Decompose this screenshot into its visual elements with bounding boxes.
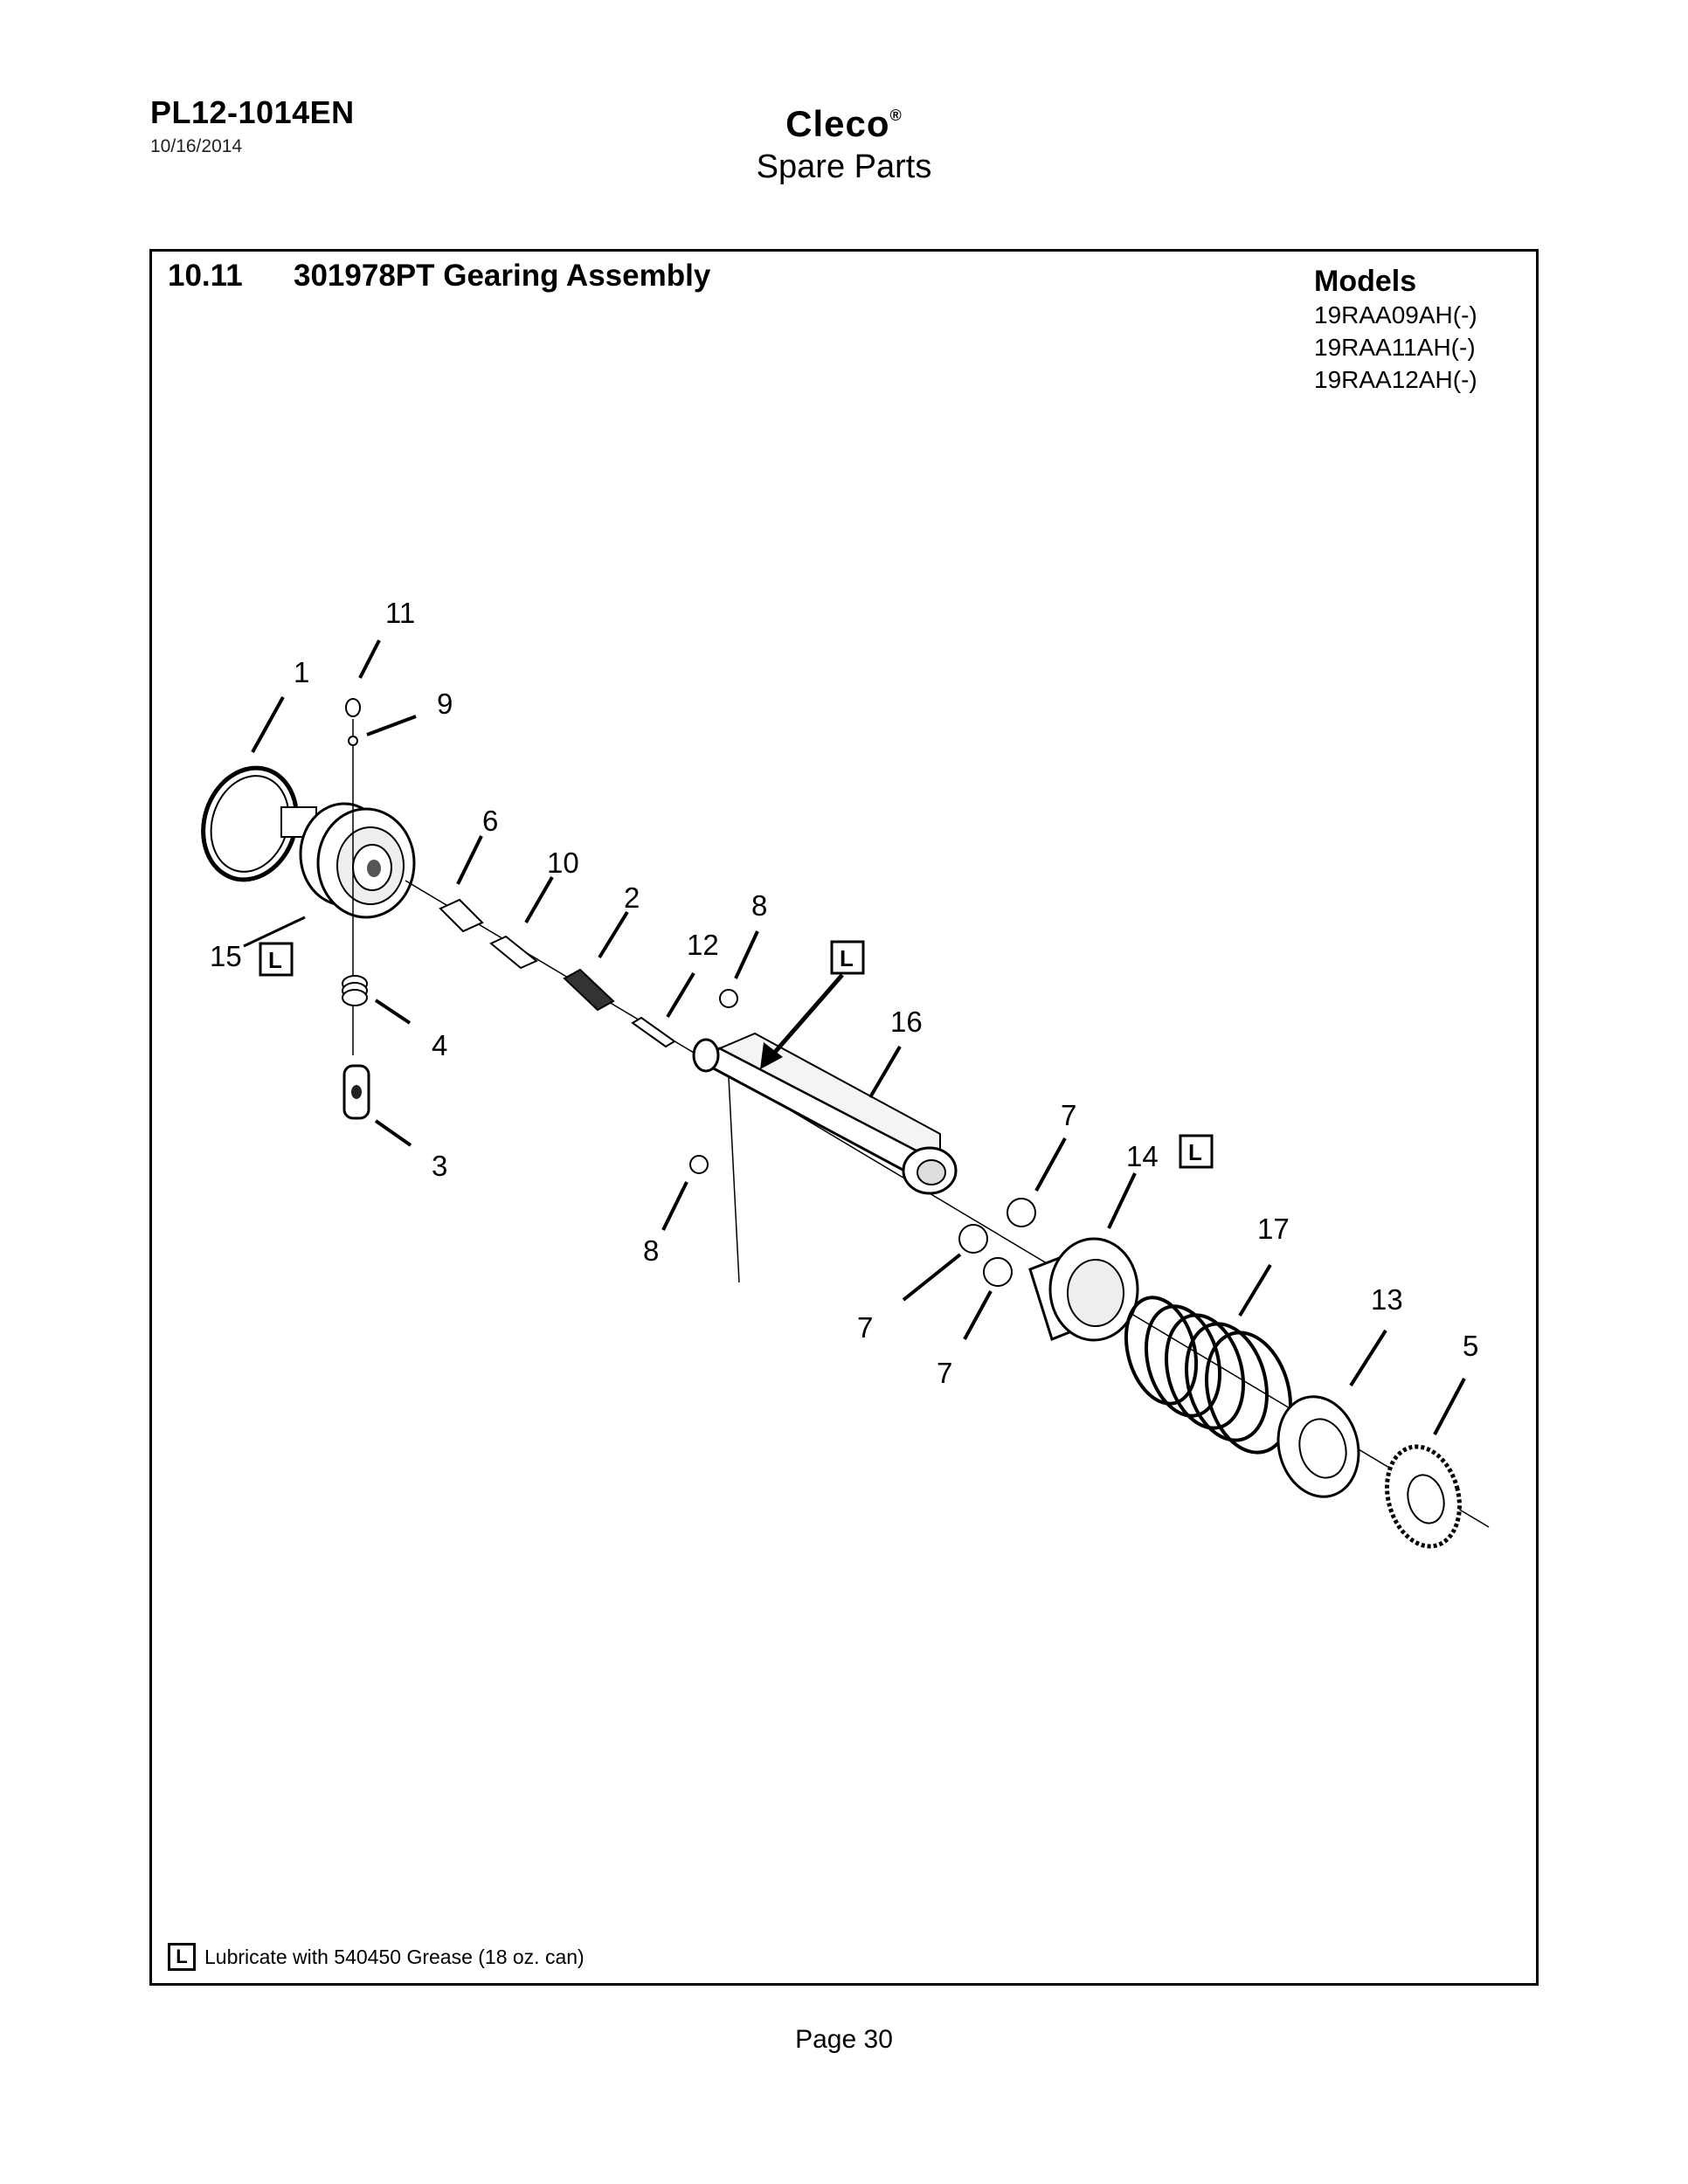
brand-logo: Cleco® [0, 103, 1688, 145]
svg-text:L: L [1188, 1139, 1202, 1165]
part-6-pin [439, 898, 484, 933]
part-11-cap [345, 698, 361, 717]
part-8-ball-bottom [689, 1155, 709, 1174]
brand-name: Cleco [785, 103, 890, 144]
leader-12 [666, 971, 695, 1019]
callout-1: 1 [294, 656, 309, 688]
leader-11 [358, 639, 381, 679]
callout-12: 12 [687, 929, 719, 961]
models-heading: Models [1314, 265, 1417, 298]
leader-8-top [734, 930, 759, 979]
callout-8-top: 8 [751, 889, 767, 922]
leader-7-upper [1034, 1137, 1067, 1192]
part-7-ball-lower [983, 1257, 1013, 1287]
callout-5: 5 [1463, 1330, 1478, 1362]
document-header-center: Cleco® Spare Parts [0, 103, 1688, 186]
leader-5 [1433, 1378, 1466, 1435]
callout-15: 15 [210, 940, 242, 972]
leader-10 [524, 876, 554, 923]
document-subtitle: Spare Parts [756, 149, 932, 185]
part-14-cam [1028, 1237, 1139, 1342]
section-number: 10.11 [168, 259, 243, 293]
part-2-spring [563, 968, 615, 1012]
section-name: 301978PT Gearing Assembly [294, 259, 711, 293]
document-date: 10/16/2014 [150, 136, 243, 156]
registered-mark: ® [889, 107, 903, 124]
leader-4 [374, 999, 412, 1025]
part-15-carrier [280, 802, 416, 919]
callout-16: 16 [890, 1006, 923, 1038]
part-7-ball-upper [1007, 1198, 1036, 1227]
leader-6 [456, 835, 483, 885]
document-header-left: PL12-1014EN 10/16/2014 [150, 94, 355, 157]
callout-10: 10 [547, 847, 579, 879]
callout-7-middle: 7 [857, 1311, 873, 1344]
svg-text:L: L [840, 945, 854, 971]
part-8-ball-top [719, 989, 738, 1008]
part-5-gear [1385, 1444, 1462, 1549]
callout-17: 17 [1257, 1213, 1290, 1245]
part-3-plunger [342, 1064, 370, 1120]
leader-7-middle [902, 1253, 962, 1302]
models-list: Models 19RAA09AH(-) 19RAA11AH(-) 19RAA12… [1314, 264, 1477, 396]
lube-arrow-16 [769, 973, 844, 1059]
callout-8-bottom: 8 [643, 1234, 659, 1267]
lube-marker-14: L [1179, 1134, 1214, 1169]
document-code: PL12-1014EN [150, 94, 355, 130]
exploded-diagram: 1 11 9 6 10 2 8 12 16 15 4 3 8 7 7 7 14 … [201, 597, 1490, 1549]
leader-17 [1238, 1263, 1272, 1317]
callout-4: 4 [432, 1029, 447, 1061]
lube-marker-16: L [830, 940, 865, 975]
leader-8-bottom [661, 1181, 688, 1231]
lube-legend-marker: L [168, 1943, 196, 1971]
callout-7-lower: 7 [937, 1357, 952, 1389]
callout-13: 13 [1371, 1283, 1403, 1316]
leader-1 [251, 696, 285, 753]
lube-marker-15: L [259, 942, 294, 977]
model-item: 19RAA12AH(-) [1314, 366, 1477, 393]
callout-11: 11 [385, 597, 415, 629]
part-7-ball-middle [958, 1224, 988, 1254]
leader-3 [374, 1119, 412, 1147]
part-16-shaft [692, 1032, 958, 1195]
callout-14: 14 [1126, 1140, 1159, 1172]
leader-7-lower [963, 1290, 993, 1340]
callout-6: 6 [482, 805, 498, 837]
callout-3: 3 [432, 1150, 447, 1182]
part-12-pin [631, 1016, 676, 1048]
part-1-o-ring [201, 765, 299, 882]
model-item: 19RAA09AH(-) [1314, 301, 1477, 328]
part-4-spring [342, 975, 368, 1006]
lube-arrow-16-head [760, 1042, 783, 1069]
part-13-ring [1276, 1395, 1360, 1498]
page-number: Page 30 [795, 2025, 893, 2054]
leader-15 [243, 916, 306, 948]
assembly-axis-pin [728, 1076, 740, 1283]
section-title: 10.11 301978PT Gearing Assembly [168, 259, 710, 294]
model-item: 19RAA11AH(-) [1314, 334, 1476, 361]
leader-13 [1349, 1329, 1387, 1387]
leader-16 [868, 1045, 902, 1099]
leader-9 [366, 715, 417, 736]
parts-diagram-frame: 1 11 9 6 10 2 8 12 16 15 4 3 8 7 7 7 14 … [149, 249, 1539, 1986]
lubrication-legend: L Lubricate with 540450 Grease (18 oz. c… [168, 1943, 585, 1971]
callout-2: 2 [624, 881, 640, 914]
part-17-spring [1124, 1296, 1292, 1455]
lube-legend-text: Lubricate with 540450 Grease (18 oz. can… [204, 1945, 585, 1968]
callout-9: 9 [437, 688, 453, 720]
part-10-pin [489, 935, 538, 970]
leader-14 [1107, 1172, 1137, 1229]
callout-7-upper: 7 [1061, 1099, 1076, 1131]
svg-text:L: L [268, 947, 282, 973]
leader-2 [598, 910, 629, 959]
part-9-ball [348, 736, 358, 746]
